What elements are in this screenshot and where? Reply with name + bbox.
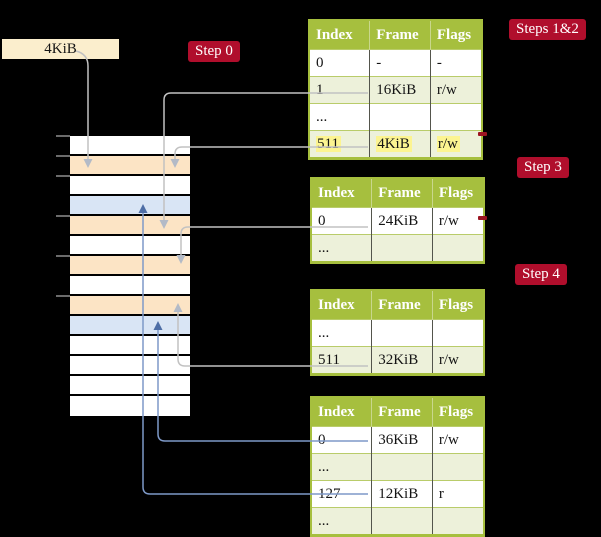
column-header: Flags: [430, 20, 482, 50]
column-header: Index: [309, 20, 371, 50]
memory-row: [70, 216, 190, 236]
table-cell: r/w: [432, 346, 484, 375]
table-cell: r/w: [430, 130, 482, 159]
memory-row: [70, 316, 190, 336]
table-cell: [432, 453, 484, 481]
memory-row: [70, 396, 190, 416]
table-cell: ...: [311, 453, 373, 481]
table-row: 0--: [309, 49, 482, 77]
highlighted-value: r/w: [436, 135, 460, 152]
memory-row: [70, 136, 190, 156]
step3-badge: Step 3: [517, 157, 569, 178]
table-row: 511 4KiB r/w: [309, 130, 482, 159]
table-row: ...: [311, 507, 484, 536]
memory-row: [70, 296, 190, 316]
physical-memory-column: [70, 136, 190, 416]
table-cell: ...: [311, 507, 373, 536]
table-cell: [432, 319, 484, 347]
table-row: ...: [311, 453, 484, 481]
table-cell: 0: [309, 49, 371, 77]
column-header: Index: [311, 397, 373, 427]
table-cell: ...: [309, 103, 371, 131]
table-row: ...: [311, 234, 484, 263]
memory-row: [70, 156, 190, 176]
column-header: Index: [311, 178, 373, 208]
table-cell: ...: [311, 234, 373, 263]
table-cell: [371, 453, 433, 481]
table-cell: 511: [311, 346, 373, 375]
highlighted-value: 511: [316, 135, 341, 152]
table-row: ...: [309, 103, 482, 131]
table-cell: 16KiB: [369, 76, 431, 104]
table-cell: -: [430, 49, 482, 77]
step0-badge: Step 0: [188, 41, 240, 62]
memory-row: [70, 256, 190, 276]
table-cell: 511: [309, 130, 371, 159]
highlighted-value: 4KiB: [376, 135, 412, 152]
table-cell: [371, 234, 433, 263]
column-header: Flags: [432, 178, 484, 208]
column-header: Frame: [369, 20, 431, 50]
table-cell: 4KiB: [369, 130, 431, 159]
column-header: Flags: [432, 397, 484, 427]
memory-row: [70, 176, 190, 196]
table-cell: 0: [311, 426, 373, 454]
table-cell: r/w: [432, 207, 484, 235]
table-cell: 12KiB: [371, 480, 433, 508]
table-cell: [432, 507, 484, 536]
table-cell: 1: [309, 76, 371, 104]
column-header: Frame: [371, 397, 433, 427]
memory-row: [70, 276, 190, 296]
table-cell: 24KiB: [371, 207, 433, 235]
memory-row: [70, 336, 190, 356]
page-size-label: 4KiB: [2, 39, 119, 59]
table-cell: [369, 103, 431, 131]
table-row: ...: [311, 319, 484, 347]
memory-row: [70, 356, 190, 376]
table-cell: ...: [311, 319, 373, 347]
memory-row: [70, 236, 190, 256]
column-header: Flags: [432, 290, 484, 320]
table-cell: [430, 103, 482, 131]
memory-row: [70, 196, 190, 216]
column-header: Frame: [371, 290, 433, 320]
table-cell: r: [432, 480, 484, 508]
table-cell: [432, 234, 484, 263]
table-cell: [371, 319, 433, 347]
table-cell: r/w: [432, 426, 484, 454]
column-header: Index: [311, 290, 373, 320]
table-cell: 32KiB: [371, 346, 433, 375]
step4-badge: Step 4: [515, 264, 567, 285]
steps12-badge: Steps 1&2: [509, 19, 586, 40]
table-cell: [371, 507, 433, 536]
table-cell: r/w: [430, 76, 482, 104]
table-cell: 127: [311, 480, 373, 508]
table-cell: -: [369, 49, 431, 77]
table-cell: 36KiB: [371, 426, 433, 454]
column-header: Frame: [371, 178, 433, 208]
table-cell: 0: [311, 207, 373, 235]
memory-row: [70, 376, 190, 396]
